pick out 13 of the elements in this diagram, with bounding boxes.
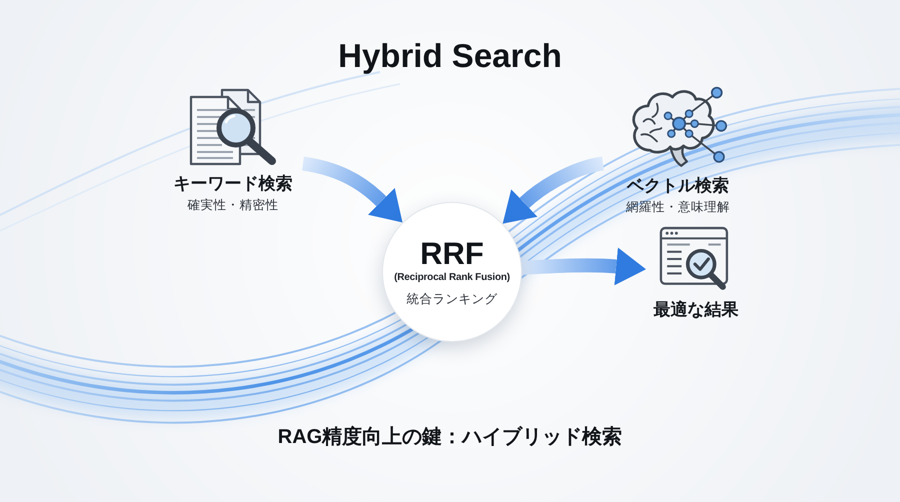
node-title: キーワード検索 xyxy=(174,173,292,195)
node-subtitle: 確実性・精密性 xyxy=(188,197,278,214)
arrow xyxy=(521,248,646,286)
diagram-caption: RAG精度向上の鍵：ハイブリッド検索 xyxy=(278,424,622,450)
arrow xyxy=(302,156,404,222)
node-title: 最適な結果 xyxy=(654,299,738,321)
node-description: 統合ランキング xyxy=(406,290,498,308)
node-subtitle: 網羅性・意味理解 xyxy=(626,199,730,216)
diagram-title: Hybrid Search xyxy=(338,36,562,76)
arrow xyxy=(502,156,604,224)
node-subtitle: (Reciprocal Rank Fusion) xyxy=(394,270,510,284)
node-title: RRF xyxy=(420,236,484,270)
node-title: ベクトル検索 xyxy=(627,175,729,197)
